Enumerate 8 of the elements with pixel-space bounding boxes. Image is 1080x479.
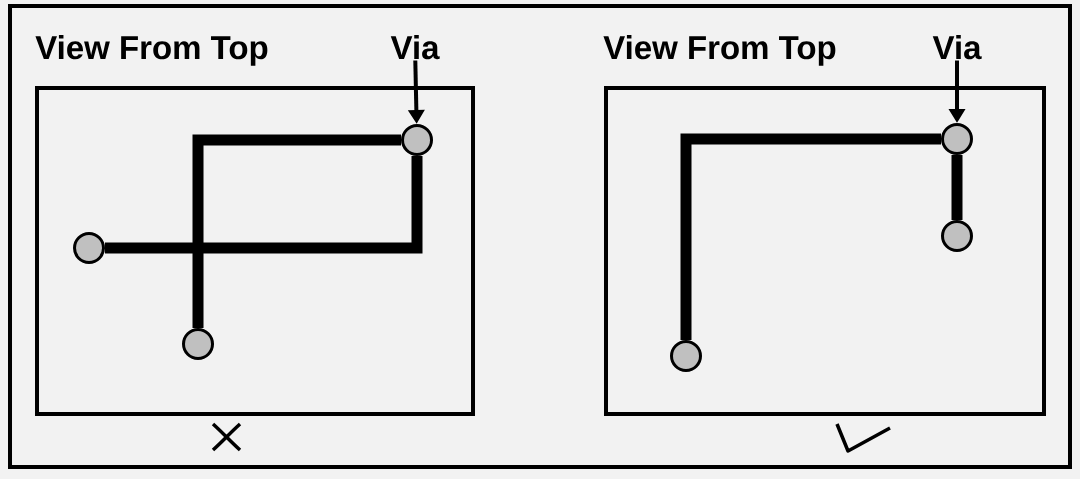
trace <box>105 156 423 254</box>
trace <box>192 134 401 328</box>
trace <box>951 155 963 220</box>
heading: View From Top <box>35 35 268 66</box>
callout-label: Via <box>932 35 982 60</box>
callout-label: Via <box>390 35 440 60</box>
trace <box>680 133 941 340</box>
heading: View From Top <box>603 35 836 66</box>
